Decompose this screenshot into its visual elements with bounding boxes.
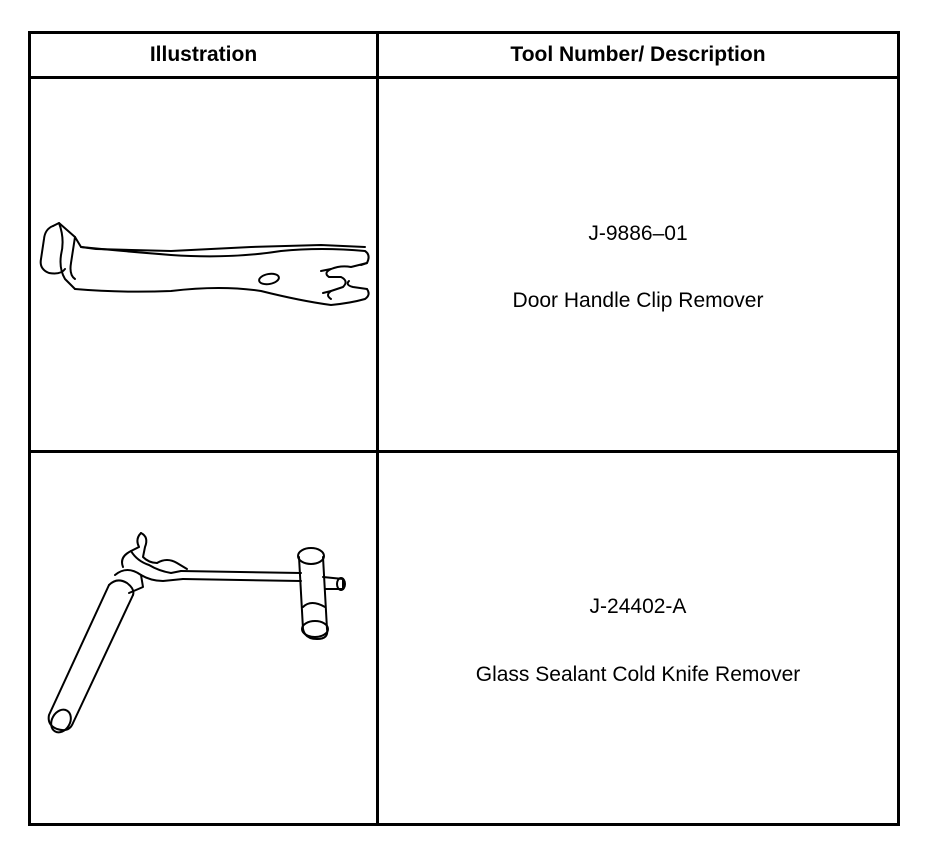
cold-knife-remover-icon	[47, 532, 346, 734]
table-row: J-24402-A Glass Sealant Cold Knife Remov…	[31, 453, 897, 823]
tool-description: Glass Sealant Cold Knife Remover	[475, 663, 801, 686]
header-illustration: Illustration	[149, 43, 258, 66]
tool-number: J-24402-A	[589, 595, 687, 618]
illustration-cell	[31, 453, 376, 823]
header-tool-description: Tool Number/ Description	[510, 43, 766, 66]
tool-description: Door Handle Clip Remover	[512, 289, 764, 312]
door-handle-clip-remover-icon	[39, 222, 370, 306]
table-header-row: Illustration Tool Number/ Description	[31, 34, 897, 79]
illustration-cell	[31, 79, 376, 450]
column-divider	[376, 34, 379, 823]
tool-number: J-9886–01	[588, 222, 688, 245]
description-cell: J-24402-A Glass Sealant Cold Knife Remov…	[379, 453, 897, 823]
table-row: J-9886–01 Door Handle Clip Remover	[31, 79, 897, 453]
tool-table: Illustration Tool Number/ Description	[28, 31, 900, 826]
description-cell: J-9886–01 Door Handle Clip Remover	[379, 79, 897, 450]
